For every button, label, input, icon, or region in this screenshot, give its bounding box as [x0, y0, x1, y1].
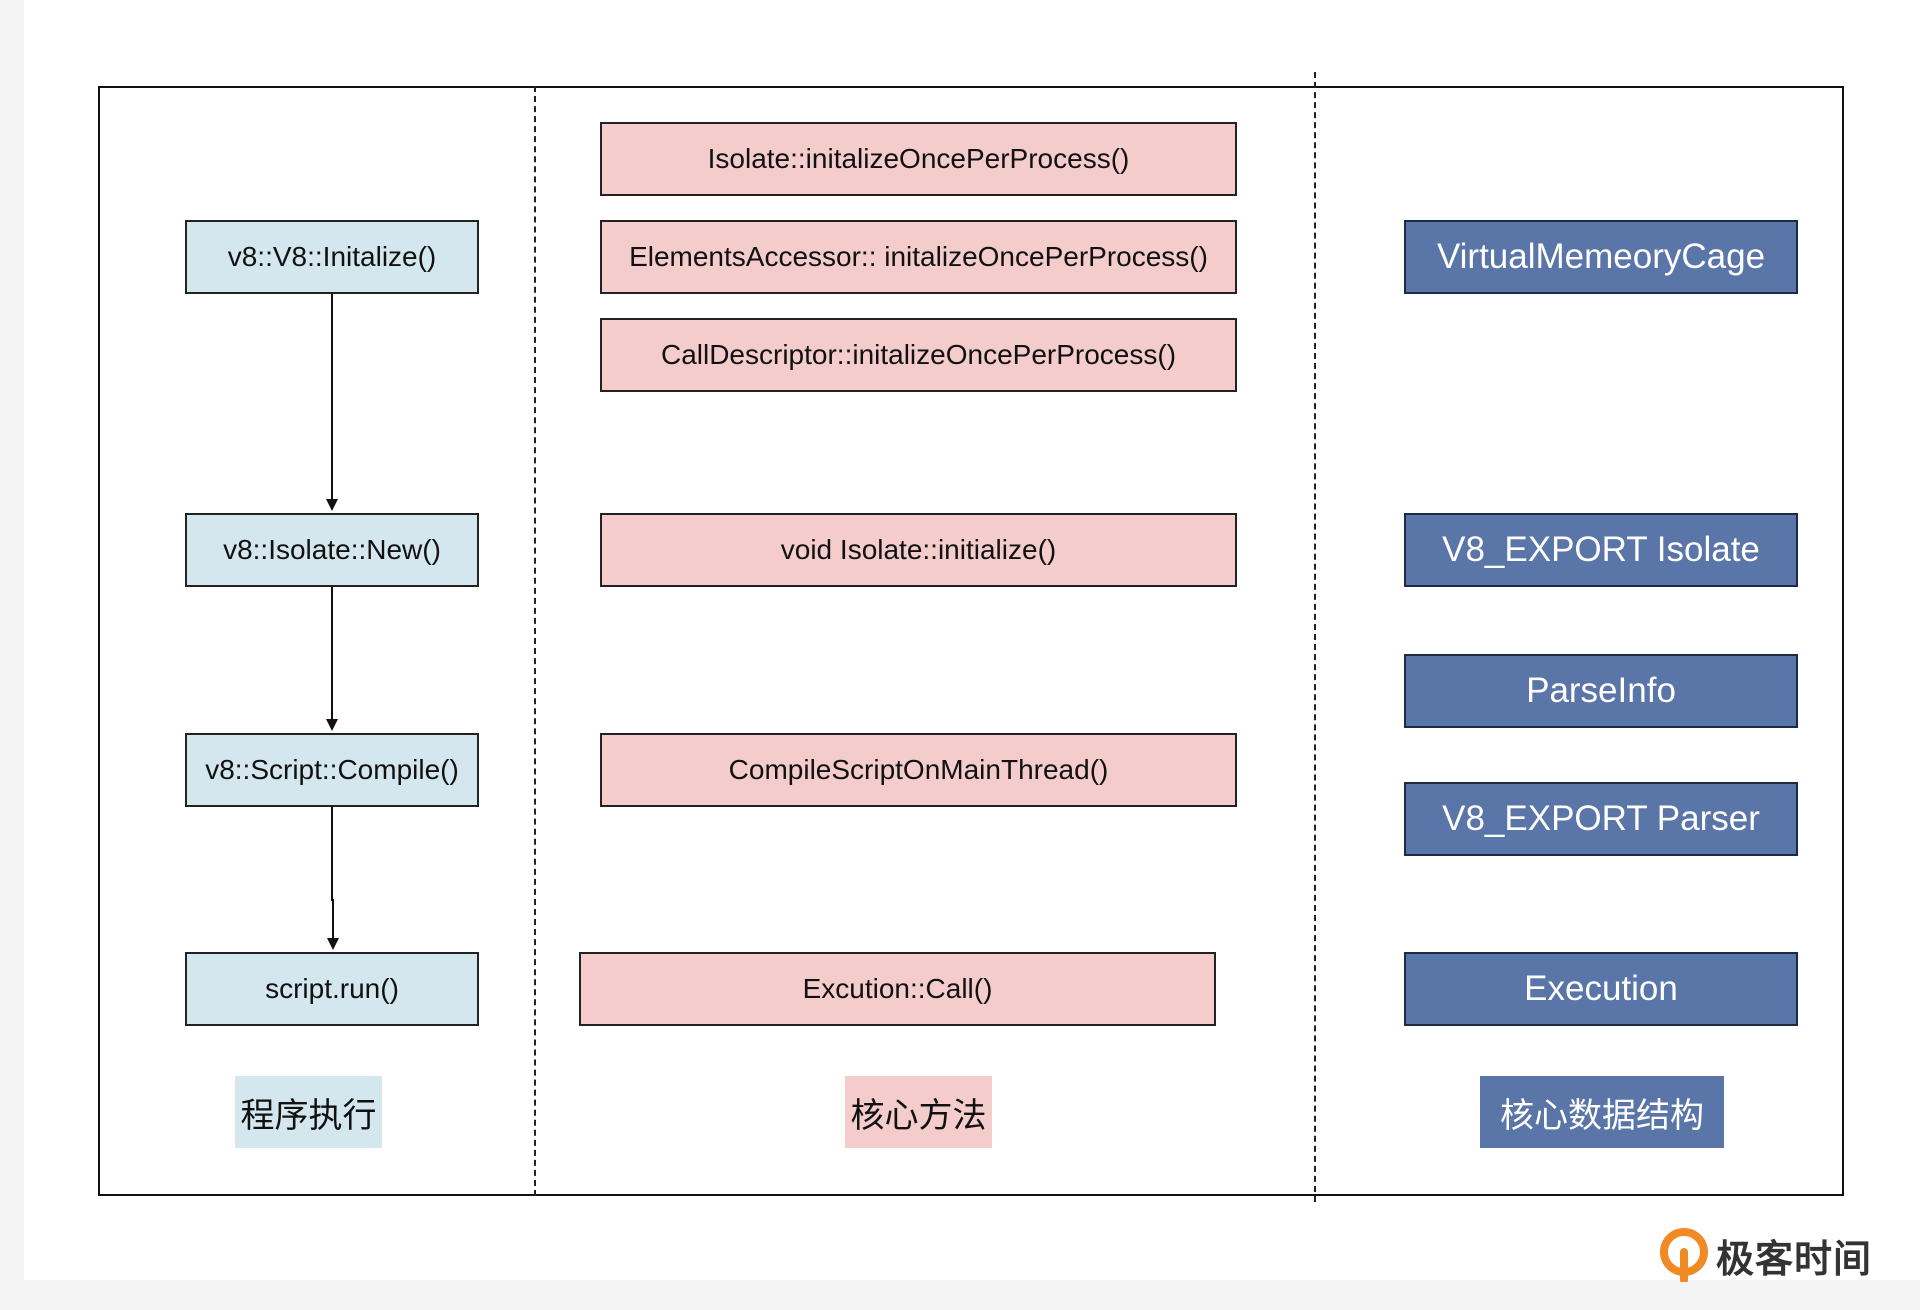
- method-elements-accessor: ElementsAccessor:: initalizeOncePerProce…: [600, 220, 1237, 294]
- arrow-compile-to-run: [327, 807, 339, 950]
- data-parser: V8_EXPORT Parser: [1404, 782, 1798, 856]
- column-divider-right: [1314, 72, 1316, 1202]
- data-execution: Execution: [1404, 952, 1798, 1026]
- step-script-compile: v8::Script::Compile(): [185, 733, 479, 807]
- method-execution-call: Excution::Call(): [579, 952, 1216, 1026]
- method-isolate-initialize: void Isolate::initialize(): [600, 513, 1237, 587]
- method-compile-script: CompileScriptOnMainThread(): [600, 733, 1237, 807]
- column-divider-left: [534, 86, 536, 1196]
- legend-core-methods: 核心方法: [845, 1076, 992, 1148]
- step-v8-initialize: v8::V8::Initalize(): [185, 220, 479, 294]
- method-isolate-init-once: Isolate::initalizeOncePerProcess(): [600, 122, 1237, 196]
- legend-core-data-structures: 核心数据结构: [1480, 1076, 1724, 1148]
- data-virtual-memory-cage: VirtualMemeoryCage: [1404, 220, 1798, 294]
- step-script-run: script.run(): [185, 952, 479, 1026]
- diagram-canvas: [24, 0, 1920, 1280]
- step-isolate-new: v8::Isolate::New(): [185, 513, 479, 587]
- geektime-watermark: 极客时间: [1660, 1225, 1872, 1285]
- method-call-descriptor: CallDescriptor::initalizeOncePerProcess(…: [600, 318, 1237, 392]
- geektime-logo-icon: [1660, 1228, 1708, 1282]
- watermark-text: 极客时间: [1716, 1236, 1873, 1281]
- legend-program-execution: 程序执行: [235, 1076, 382, 1148]
- data-isolate: V8_EXPORT Isolate: [1404, 513, 1798, 587]
- data-parse-info: ParseInfo: [1404, 654, 1798, 728]
- diagram-frame: [98, 86, 1844, 1196]
